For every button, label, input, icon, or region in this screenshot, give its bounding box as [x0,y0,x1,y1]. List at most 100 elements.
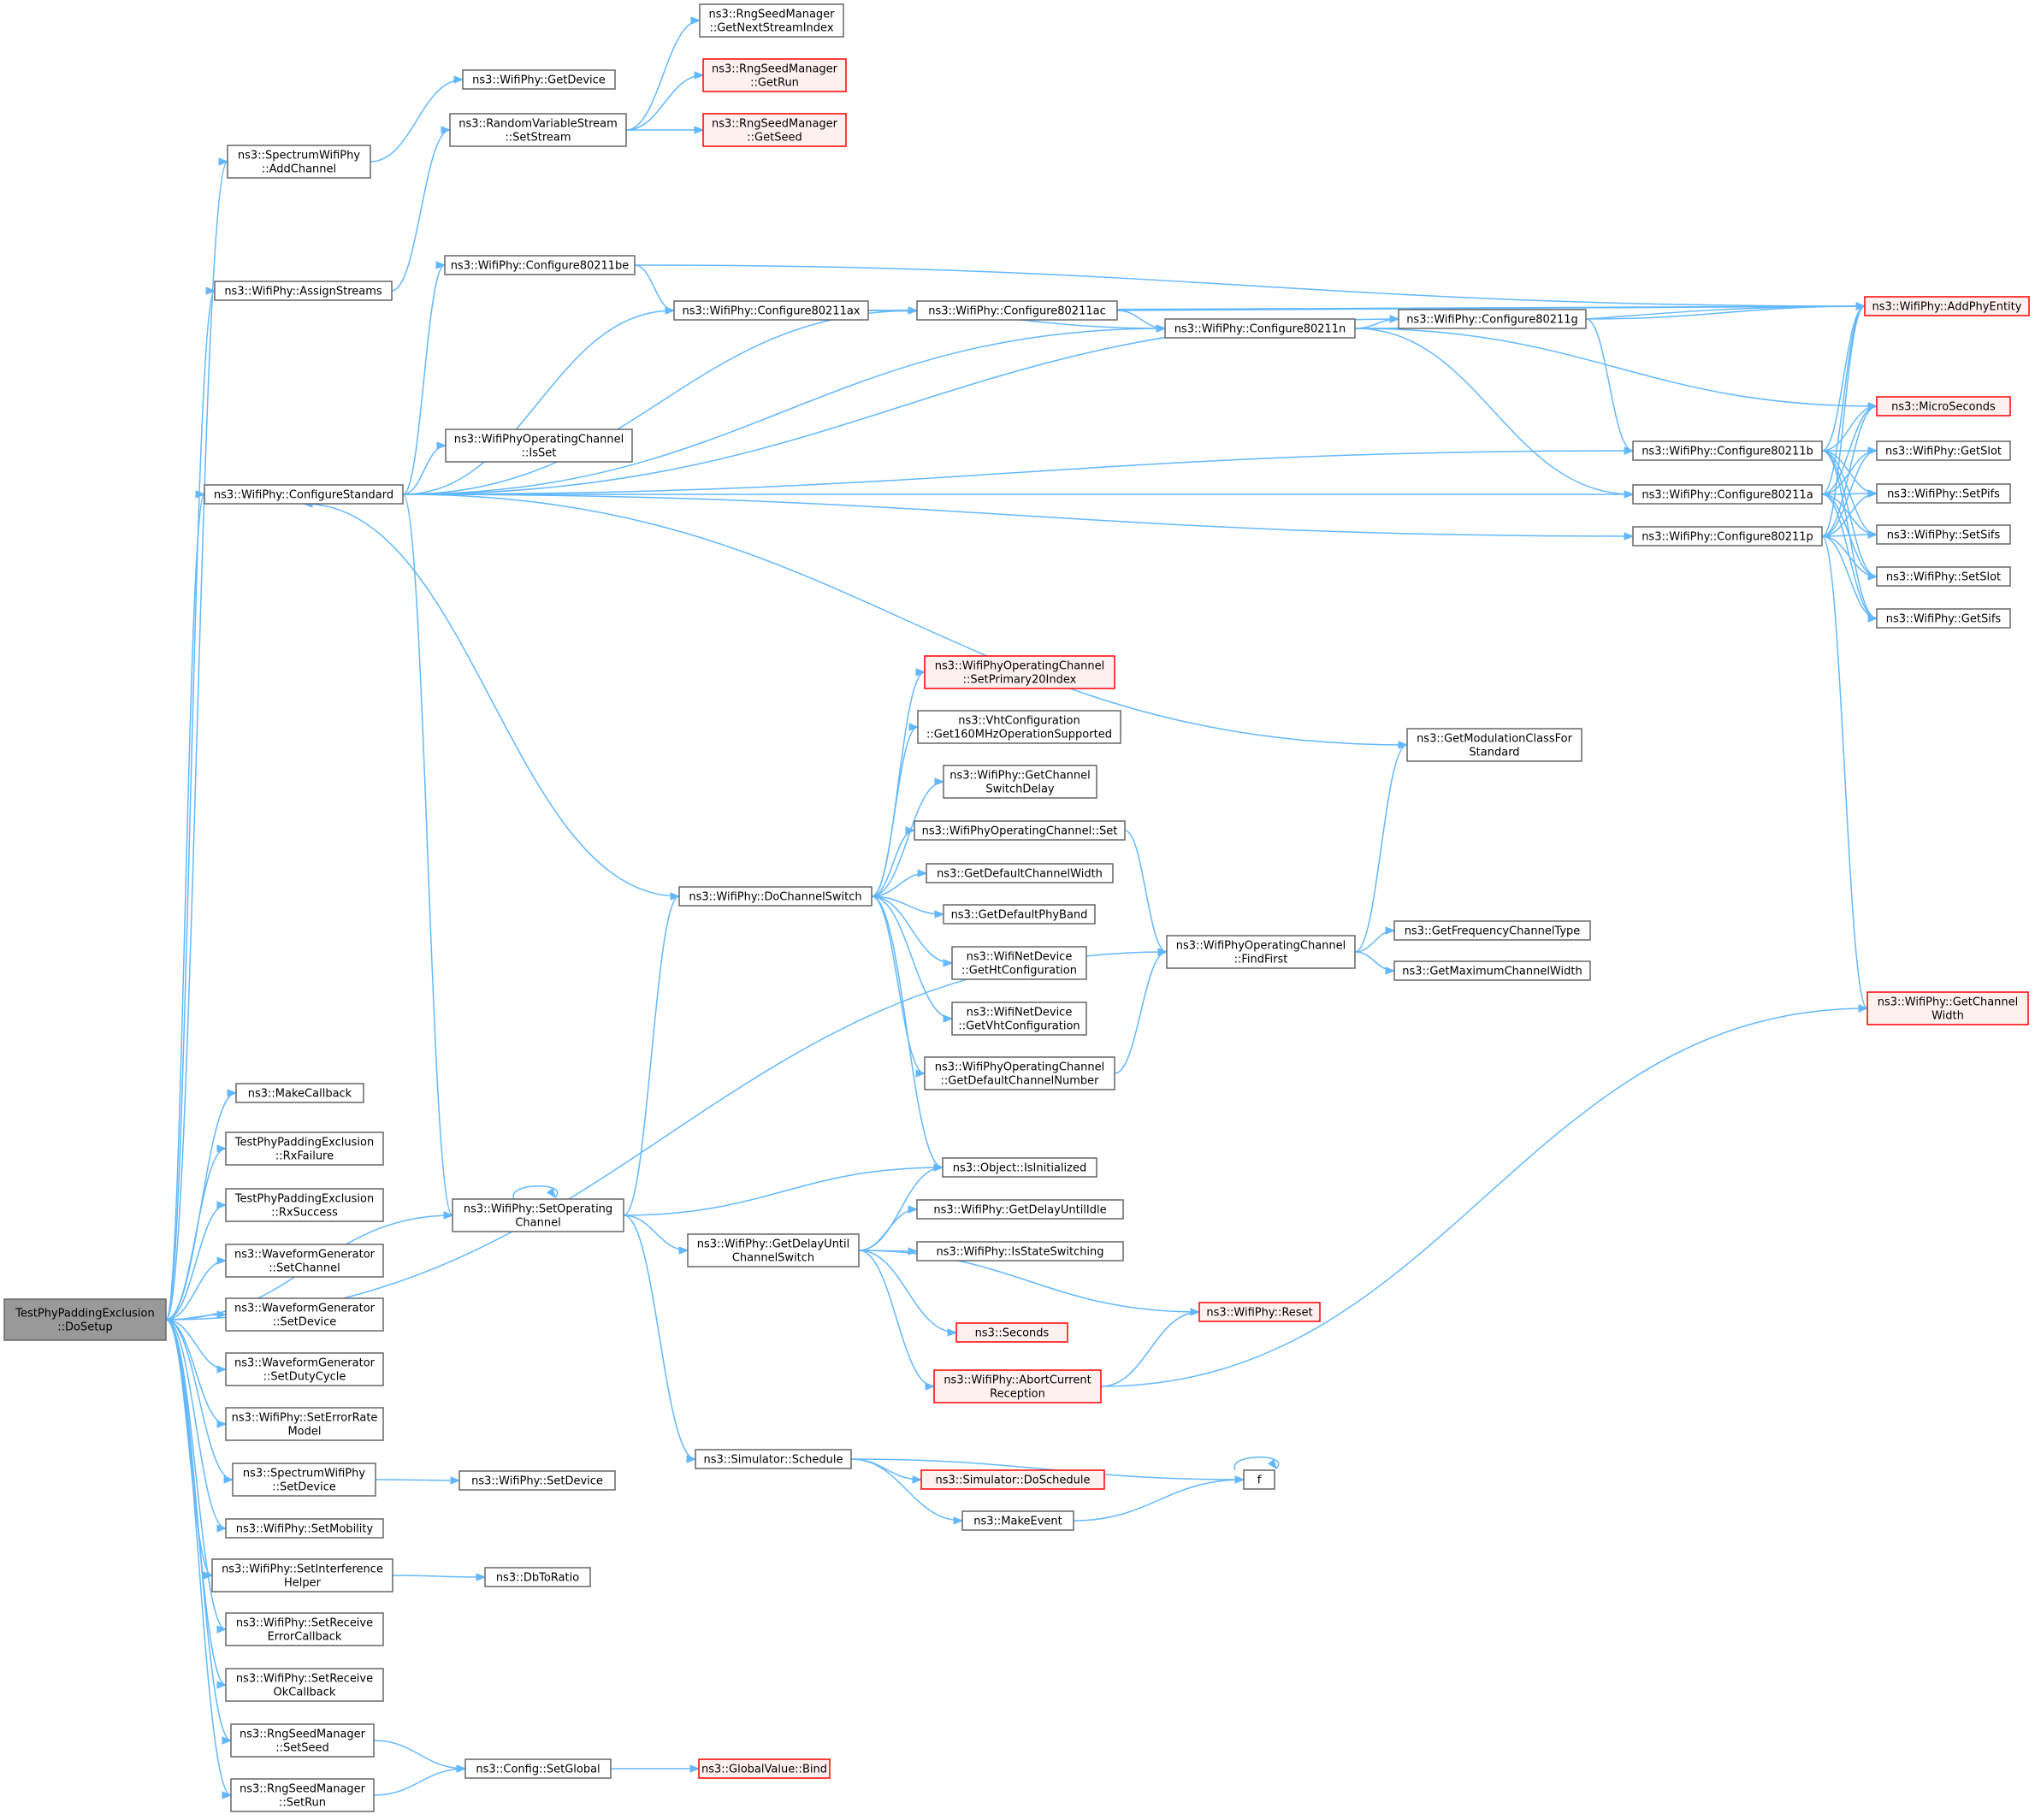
node-assign-streams[interactable]: ns3::WifiPhy::AssignStreams [214,281,393,301]
node-rng-set-run[interactable]: ns3::RngSeedManager::SetRun [230,1778,375,1812]
node-set-slot[interactable]: ns3::WifiPhy::SetSlot [1876,566,2011,587]
node-get-vht-cfg[interactable]: ns3::WifiNetDevice::GetVhtConfiguration [951,1002,1087,1036]
node-label: ns3::MicroSeconds [1891,401,1996,414]
node-reset[interactable]: ns3::WifiPhy::Reset [1198,1302,1321,1322]
node-label: ::AddChannel [262,163,336,176]
node-rng-get-run[interactable]: ns3::RngSeedManager::GetRun [702,58,847,92]
node-cfg-n[interactable]: ns3::WifiPhy::Configure80211n [1164,318,1356,339]
node-op-set[interactable]: ns3::WifiPhyOperatingChannel::Set [914,820,1126,841]
node-cfg-p[interactable]: ns3::WifiPhy::Configure80211p [1632,526,1823,547]
node-add-phy-entity[interactable]: ns3::WifiPhy::AddPhyEntity [1864,296,2030,316]
node-get-def-ch-num[interactable]: ns3::WifiPhyOperatingChannel::GetDefault… [924,1056,1115,1090]
call-edges [165,16,1878,1799]
node-gv-bind[interactable]: ns3::GlobalValue::Bind [698,1758,831,1779]
edge-arrowhead [1389,315,1400,323]
node-set-mobility[interactable]: ns3::WifiPhy::SetMobility [225,1518,384,1539]
node-cfg-be[interactable]: ns3::WifiPhy::Configure80211be [444,255,636,275]
node-get-ht-cfg[interactable]: ns3::WifiNetDevice::GetHtConfiguration [951,946,1087,980]
node-get-def-ch-width[interactable]: ns3::GetDefaultChannelWidth [926,863,1114,883]
node-get160[interactable]: ns3::VhtConfiguration::Get160MHzOperatio… [917,710,1121,744]
node-label: ns3::RandomVariableStream [458,118,618,131]
node-wg-set-device[interactable]: ns3::WaveformGenerator::SetDevice [225,1297,384,1332]
node-root[interactable]: TestPhyPaddingExclusion::DoSetup [3,1298,167,1341]
node-wg-set-channel[interactable]: ns3::WaveformGenerator::SetChannel [225,1244,384,1278]
node-get-def-phy-band[interactable]: ns3::GetDefaultPhyBand [943,904,1096,925]
node-make-event[interactable]: ns3::MakeEvent [961,1510,1074,1531]
node-cfg-b[interactable]: ns3::WifiPhy::Configure80211b [1632,440,1823,461]
edge-get-delay-ch-sw-to-abort-rx [858,1250,935,1387]
edge-arrowhead [1867,614,1878,623]
node-label: ns3::WifiPhy::SetErrorRate [232,1412,378,1425]
edge-set-op-channel-to-do-ch-switch [623,895,680,1216]
node-find-first[interactable]: ns3::WifiPhyOperatingChannel::FindFirst [1166,935,1356,969]
node-do-schedule[interactable]: ns3::Simulator::DoSchedule [920,1469,1105,1490]
node-box [1243,1469,1275,1490]
node-get-sifs[interactable]: ns3::WifiPhy::GetSifs [1876,608,2011,629]
node-label: ns3::WifiNetDevice [967,1007,1073,1019]
node-box [444,255,636,275]
node-label: ns3::MakeCallback [248,1088,352,1101]
node-cfg-a[interactable]: ns3::WifiPhy::Configure80211a [1632,484,1823,505]
edge-arrowhead [227,1089,238,1097]
node-cfg-set-global[interactable]: ns3::Config::SetGlobal [464,1758,612,1779]
node-rvs-set-stream[interactable]: ns3::RandomVariableStream::SetStream [449,113,627,147]
node-cfg-standard[interactable]: ns3::WifiPhy::ConfigureStandard [204,484,404,505]
edge-arrowhead [908,723,920,731]
node-rng-set-seed[interactable]: ns3::RngSeedManager::SetSeed [230,1723,375,1758]
node-seconds[interactable]: ns3::Seconds [955,1322,1068,1343]
node-cfg-g[interactable]: ns3::WifiPhy::Configure80211g [1398,309,1587,329]
edge-f-to-f [1233,1457,1280,1471]
edge-arrowhead [686,1455,697,1463]
edge-arrowhead [222,1791,233,1799]
node-get-max-ch-width[interactable]: ns3::GetMaximumChannelWidth [1393,960,1591,981]
node-label: ::RxFailure [275,1150,334,1163]
node-get-slot[interactable]: ns3::WifiPhy::GetSlot [1876,440,2011,461]
edge-root-to-assign-streams [165,290,216,1321]
node-op-is-set[interactable]: ns3::WifiPhyOperatingChannel::IsSet [445,428,633,463]
node-rx-failure[interactable]: TestPhyPaddingExclusion::RxFailure [225,1132,384,1166]
node-schedule[interactable]: ns3::Simulator::Schedule [695,1449,852,1469]
node-label: ::SetStream [505,132,571,145]
node-micro-seconds[interactable]: ns3::MicroSeconds [1876,396,2011,417]
node-label: ns3::WifiPhy::ConfigureStandard [214,489,393,502]
node-sp-add-channel[interactable]: ns3::SpectrumWifiPhy::AddChannel [227,145,371,179]
node-cfg-ax[interactable]: ns3::WifiPhy::Configure80211ax [673,300,869,321]
node-get-delay-idle[interactable]: ns3::WifiPhy::GetDelayUntilIdle [916,1199,1124,1220]
node-f[interactable]: f [1243,1469,1275,1490]
node-get-freq-ch-type[interactable]: ns3::GetFrequencyChannelType [1393,920,1591,941]
node-make-callback[interactable]: ns3::MakeCallback [235,1083,364,1103]
node-db-to-ratio[interactable]: ns3::DbToRatio [484,1567,591,1587]
call-nodes: TestPhyPaddingExclusion::DoSetupns3::Spe… [3,3,2030,1812]
node-label: ::FindFirst [1234,954,1288,966]
node-rng-get-seed[interactable]: ns3::RngSeedManager::GetSeed [702,113,847,147]
edge-rng-set-run-to-cfg-set-global [373,1768,466,1796]
node-box [673,300,869,321]
node-label: ns3::RngSeedManager [712,118,838,131]
node-label: ::GetHtConfiguration [961,965,1077,978]
node-set-pifs[interactable]: ns3::WifiPhy::SetPifs [1876,483,2011,504]
node-set-sifs[interactable]: ns3::WifiPhy::SetSifs [1876,524,2011,545]
node-box [678,886,873,907]
node-rx-success[interactable]: TestPhyPaddingExclusion::RxSuccess [225,1188,384,1222]
node-do-ch-switch[interactable]: ns3::WifiPhy::DoChannelSwitch [678,886,873,907]
node-sp-set-device[interactable]: ns3::SpectrumWifiPhy::SetDevice [232,1462,376,1497]
node-phy-set-device[interactable]: ns3::WifiPhy::SetDevice [458,1470,616,1491]
node-set-primary20[interactable]: ns3::WifiPhyOperatingChannel::SetPrimary… [924,655,1115,689]
node-is-state-sw[interactable]: ns3::WifiPhy::IsStateSwitching [916,1241,1124,1262]
node-box [943,765,1097,799]
node-get-device[interactable]: ns3::WifiPhy::GetDevice [462,69,616,90]
node-cfg-ac[interactable]: ns3::WifiPhy::Configure80211ac [916,300,1118,321]
node-rng-next-stream[interactable]: ns3::RngSeedManager::GetNextStreamIndex [699,3,844,38]
node-wg-set-duty[interactable]: ns3::WaveformGenerator::SetDutyCycle [225,1352,384,1386]
node-is-initialized[interactable]: ns3::Object::IsInitialized [942,1157,1097,1178]
